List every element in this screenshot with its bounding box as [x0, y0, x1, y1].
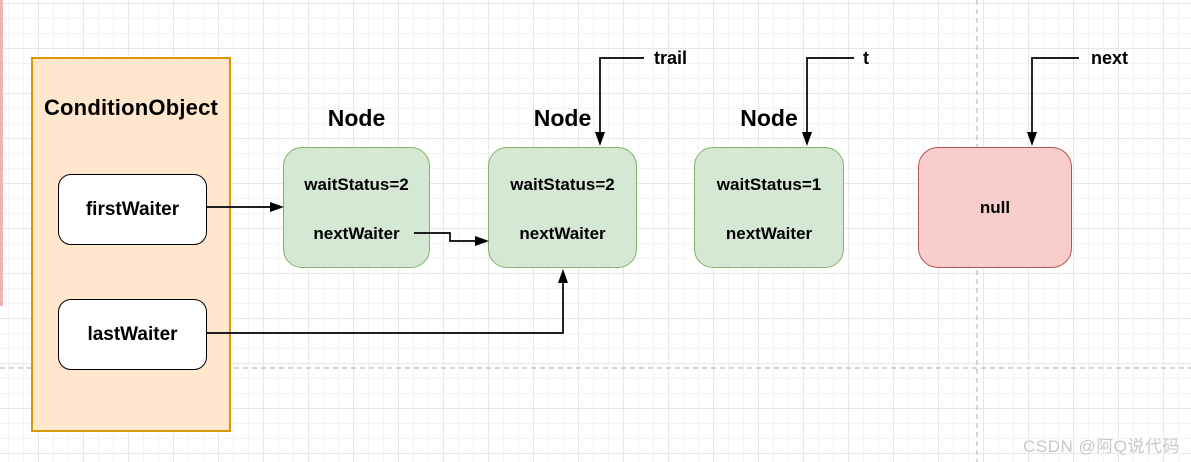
- last-waiter-label: lastWaiter: [87, 323, 178, 345]
- condition-object-title: ConditionObject: [43, 95, 219, 120]
- last-waiter-box: lastWaiter: [58, 299, 207, 370]
- first-waiter-label: firstWaiter: [85, 198, 180, 220]
- node1-next-waiter: nextWaiter: [313, 224, 400, 243]
- node1-title: Node: [327, 105, 386, 131]
- node2-box: waitStatus=2 nextWaiter: [488, 147, 637, 268]
- node3-next-waiter: nextWaiter: [725, 224, 813, 243]
- condition-object-box: ConditionObject firstWaiter lastWaiter: [31, 57, 231, 432]
- t-pointer-label: t: [863, 48, 869, 68]
- next-pointer-label: next: [1091, 48, 1129, 68]
- node3-wait-status: waitStatus=1: [716, 175, 822, 194]
- node2-title: Node: [533, 105, 592, 131]
- null-label: null: [979, 197, 1011, 217]
- node3-box: waitStatus=1 nextWaiter: [694, 147, 844, 268]
- trail-pointer-label: trail: [654, 48, 688, 68]
- arrow-trail-to-node2: [595, 57, 644, 146]
- node1-wait-status: waitStatus=2: [304, 175, 409, 194]
- arrow-t-to-node3: [802, 57, 854, 146]
- node1-box: waitStatus=2 nextWaiter: [283, 147, 430, 268]
- arrow-next-to-null: [1027, 57, 1079, 146]
- node3-title: Node: [740, 105, 798, 131]
- arrow-lastwaiter-to-node2: [206, 269, 568, 334]
- csdn-watermark: CSDN @阿Q说代码: [1023, 437, 1180, 456]
- first-waiter-box: firstWaiter: [58, 174, 207, 245]
- node2-wait-status: waitStatus=2: [510, 175, 615, 194]
- clipped-shape-sliver: [0, 0, 3, 306]
- node2-next-waiter: nextWaiter: [519, 224, 606, 243]
- null-node-box: null: [918, 147, 1072, 268]
